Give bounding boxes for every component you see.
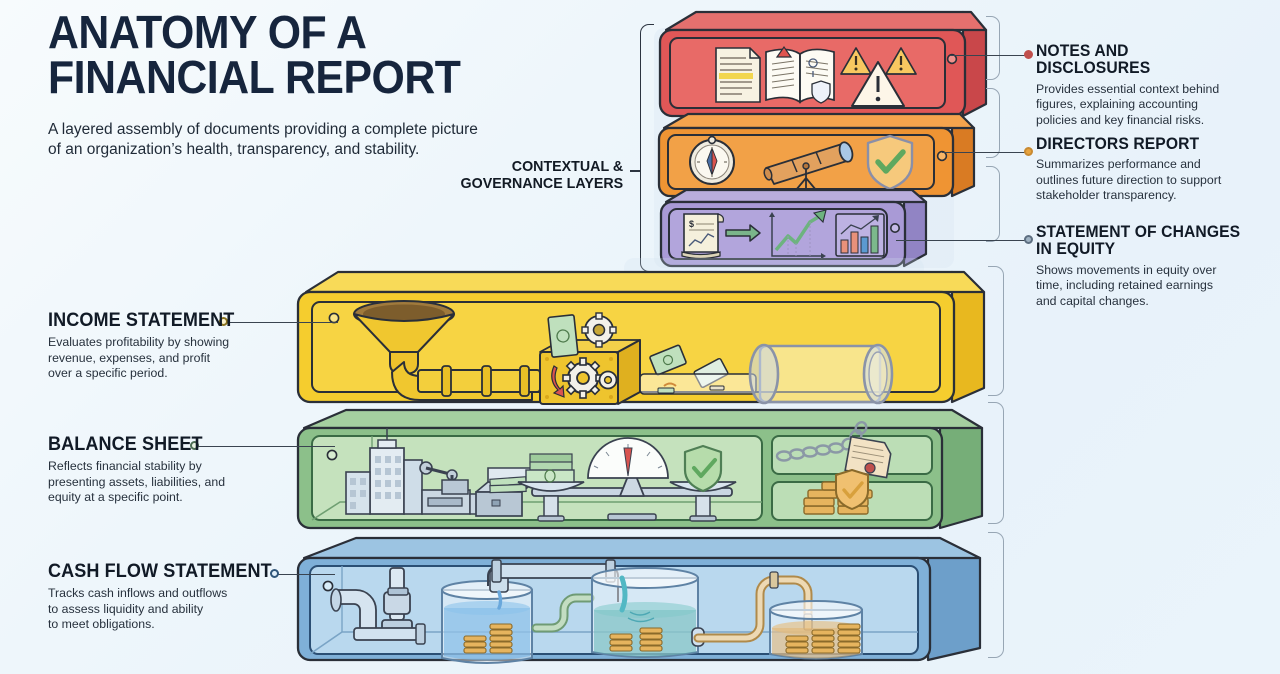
callout-cashflow-title: CASH FLOW STATEMENT [48,561,272,582]
buildings-icon [345,428,423,515]
callout-cashflow-desc: Tracks cash inflows and outflows to asse… [48,586,228,632]
bracket-cashflow [988,532,1004,658]
document-icon [715,47,761,103]
callout-notes-title: NOTES AND DISCLOSURES [1036,42,1151,78]
leader-notes [950,55,1028,57]
leader-income [226,322,338,324]
callout-equity-title: STATEMENT OF CHANGES IN EQUITY [1036,223,1241,259]
bracket-balance [988,402,1004,524]
cash-box-icon [475,467,535,517]
gold-coins-icon [803,469,873,515]
callout-directors: DIRECTORS REPORT Summarizes performance … [1036,135,1246,204]
machinery-icon [419,461,485,515]
leader-directors [942,152,1028,154]
callout-notes-desc: Provides essential context behind figure… [1036,81,1220,127]
bracket-notes [986,16,1000,80]
bracket-directors [986,88,1000,158]
group-bracket-nub [630,170,640,172]
callout-income-title: INCOME STATEMENT [48,310,235,331]
water-tank-icon [769,600,863,660]
shield-check-icon [683,444,723,493]
leader-balance [197,446,335,448]
dot-balance-label [190,441,199,450]
dot-cashflow-label [270,569,279,578]
glass-pipe-icon [639,373,757,395]
pipe-icon [531,593,595,633]
banknote-icon [525,453,575,483]
scroll-dollar-icon: $ [681,213,725,260]
chain-tag-icon [775,421,892,479]
dot-equity [1024,235,1033,244]
dot-directors [1024,147,1033,156]
callout-balance-title: BALANCE SHEET [48,434,203,455]
callout-balance-desc: Reflects financial stability by presenti… [48,459,226,505]
callout-cashflow: CASH FLOW STATEMENT Tracks cash inflows … [48,561,288,633]
banknote-icon [547,314,579,358]
layer-income[interactable] [292,258,992,408]
page-subtitle: A layered assembly of documents providin… [48,121,478,159]
callout-notes: NOTES AND DISCLOSURES Provides essential… [1036,42,1246,128]
leader-equity [896,240,1028,242]
bracket-income [988,266,1004,396]
bar-chart-icon [835,213,885,257]
pipe-icon [330,588,426,645]
water-tank-icon [441,569,533,664]
water-tank-icon [591,567,705,658]
layer-balance-graphic [296,408,984,530]
gear-icon [598,370,618,390]
layer-income-graphic [296,270,986,405]
gear-icon [581,312,617,348]
bracket-equity [986,166,1000,242]
glass-cylinder-icon [748,343,894,405]
layer-balance[interactable] [292,398,992,534]
layer-cashflow-graphic [296,536,982,664]
open-book-icon [765,45,835,104]
funnel-icon [353,300,455,376]
callout-directors-title: DIRECTORS REPORT [1036,135,1200,153]
telescope-icon [763,141,854,191]
gauge-icon [587,437,669,479]
gear-icon [562,357,604,399]
group-bracket [640,24,654,272]
compass-icon [689,135,735,185]
group-label-contextual: CONTEXTUAL & GOVERNANCE LAYERS [460,158,623,193]
warning-triangle-icon [840,47,917,107]
page-title: ANATOMY OF A FINANCIAL REPORT [48,6,461,104]
callout-balance: BALANCE SHEET Reflects financial stabili… [48,434,278,506]
layer-directors-graphic [657,112,976,198]
balance-scale-icon [517,444,737,522]
callout-equity: STATEMENT OF CHANGES IN EQUITY Shows mov… [1036,223,1251,309]
layer-directors[interactable] [656,104,976,204]
gear-machine-icon [539,312,641,405]
leader-cashflow [277,574,335,576]
callout-directors-desc: Summarizes performance and outlines futu… [1036,157,1222,203]
banknote-icon [649,344,729,389]
green-arrow-icon [725,224,761,242]
callout-income: INCOME STATEMENT Evaluates profitability… [48,310,278,382]
line-chart-icon [769,209,827,259]
layer-equity[interactable]: $ [658,182,928,274]
layer-equity-graphic: $ [659,188,928,268]
layer-cashflow[interactable] [292,528,992,666]
pipeline-icon [391,361,541,401]
callout-equity-desc: Shows movements in equity over time, inc… [1036,262,1217,308]
svg-text:$: $ [689,219,694,229]
dot-income-label [219,317,228,326]
dot-notes [1024,50,1033,59]
callout-income-desc: Evaluates profitability by showing reven… [48,335,230,381]
